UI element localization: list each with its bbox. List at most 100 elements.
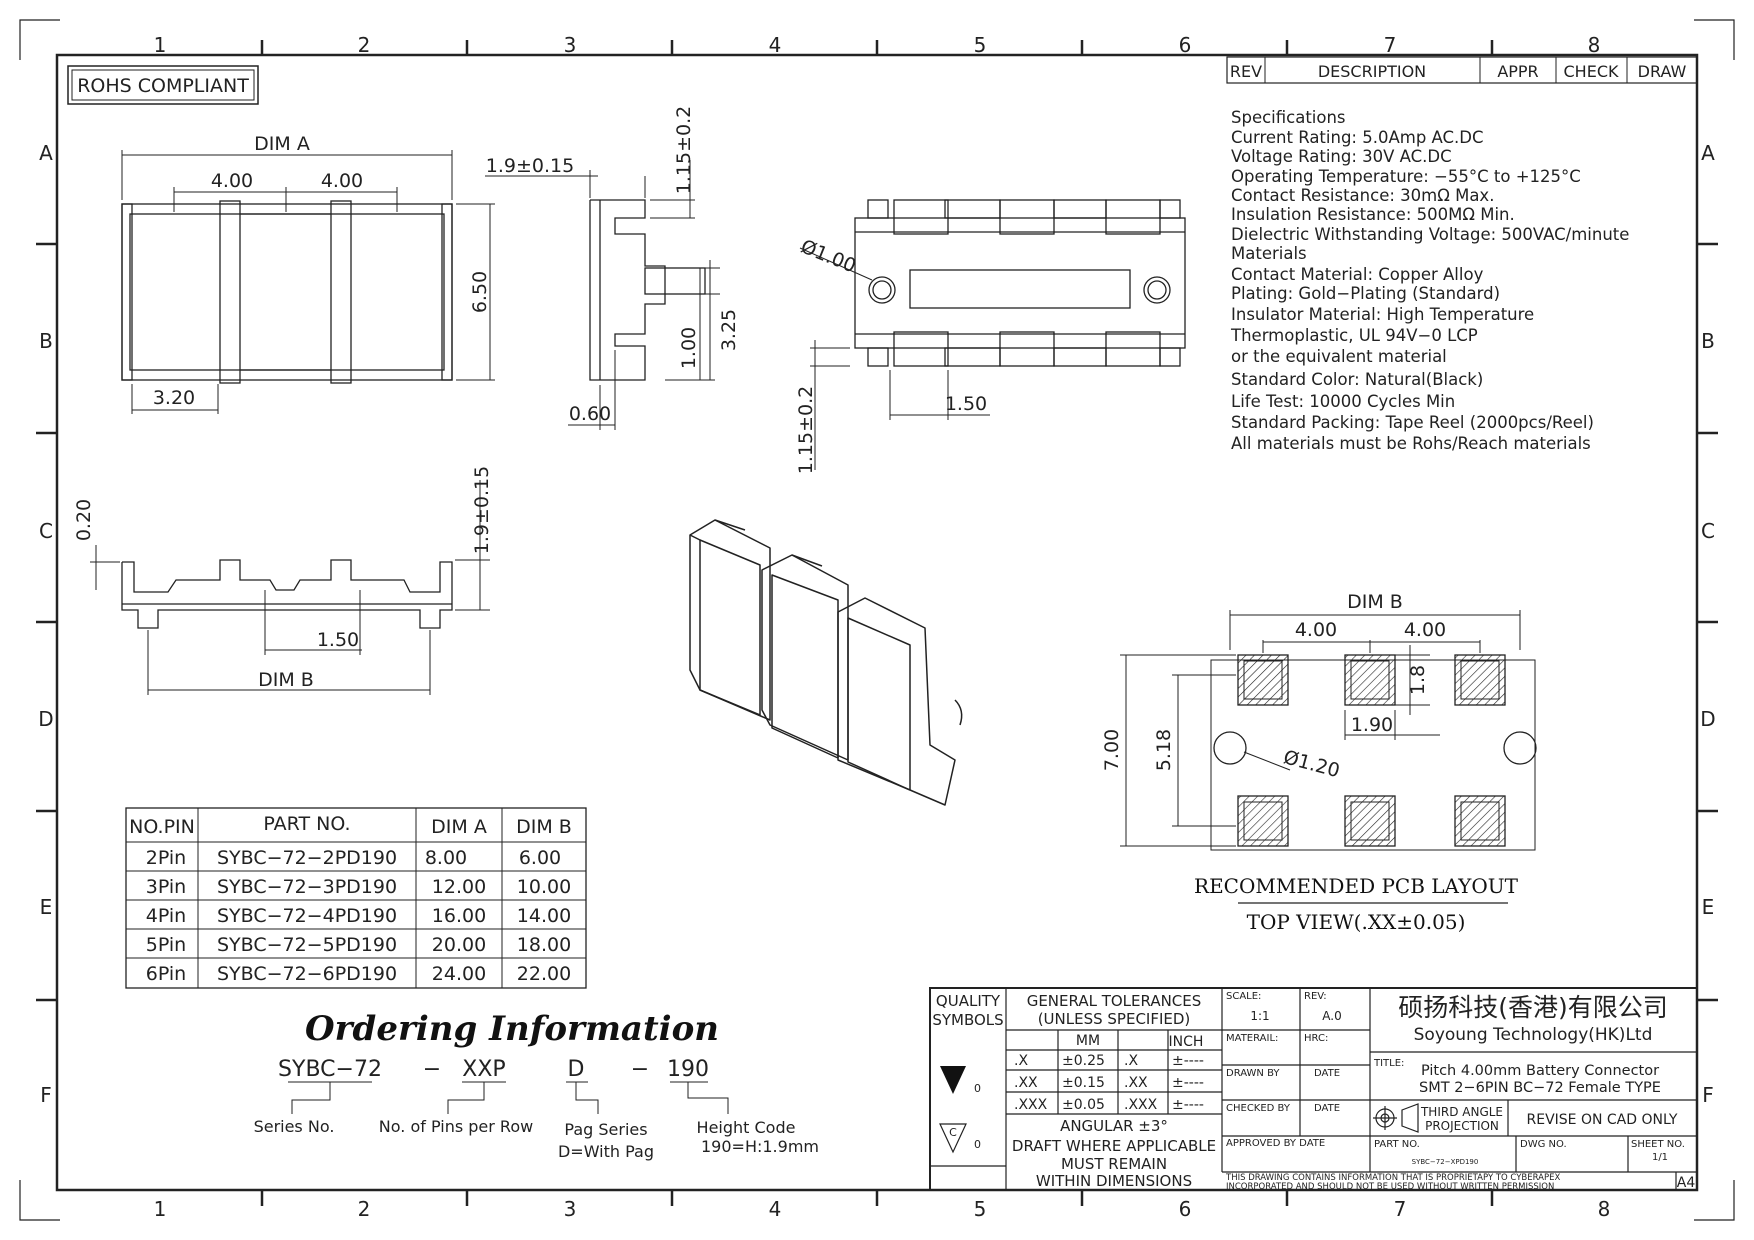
- bottom-view: [854, 199, 1186, 367]
- spec-line: All materials must be Rohs/Reach materia…: [1231, 434, 1591, 453]
- svg-text:1:1: 1:1: [1250, 1009, 1269, 1023]
- zone-top: 7: [1384, 33, 1397, 57]
- part-number-table: NO.PIN PART NO. DIM A DIM B 2Pin SYBC−72…: [125, 807, 587, 989]
- zone-right: F: [1702, 1083, 1714, 1107]
- svg-text:A.0: A.0: [1322, 1009, 1341, 1023]
- spec-line: Contact Resistance: 30mΩ Max.: [1231, 186, 1494, 205]
- table-cell: 4Pin: [146, 905, 186, 927]
- dim-label: 4.00: [1295, 619, 1337, 641]
- svg-text:.X: .X: [1124, 1053, 1138, 1069]
- spec-line: Contact Material: Copper Alloy: [1231, 265, 1484, 284]
- code-part: 190: [667, 1057, 709, 1082]
- dim-label: DIM B: [1347, 591, 1403, 613]
- zone-bottom: 2: [358, 1197, 371, 1221]
- spec-line: Dielectric Withstanding Voltage: 500VAC/…: [1231, 225, 1629, 244]
- dim-label: 1.50: [317, 629, 359, 651]
- pcb-subtitle: TOP VIEW(.XX±0.05): [1247, 910, 1466, 934]
- pcb-layout: DIM B 4.00 4.00 7.00 5.18 1.8 1.90 Ø1.20…: [1101, 591, 1537, 934]
- zone-top: 5: [974, 33, 987, 57]
- svg-text:CHECKED BY: CHECKED BY: [1226, 1103, 1291, 1114]
- code-part: D: [568, 1057, 585, 1082]
- svg-text:SYMBOLS: SYMBOLS: [932, 1011, 1003, 1029]
- svg-text:DRAFT WHERE APPLICABLE: DRAFT WHERE APPLICABLE: [1012, 1137, 1216, 1155]
- dim-label: 1.90: [1351, 714, 1393, 736]
- svg-text:CHECK: CHECK: [1564, 62, 1619, 81]
- svg-text:1/1: 1/1: [1652, 1152, 1668, 1163]
- zone-left: B: [39, 329, 53, 353]
- svg-text:DWG NO.: DWG NO.: [1520, 1139, 1567, 1150]
- table-cell: 5Pin: [146, 934, 186, 956]
- table-cell: 2Pin: [146, 847, 186, 869]
- table-cell: 22.00: [517, 963, 571, 985]
- isometric-view: [689, 519, 963, 806]
- pcb-title: RECOMMENDED PCB LAYOUT: [1194, 874, 1519, 898]
- dim-label: 1.9±0.15: [471, 466, 493, 554]
- zone-right: D: [1700, 707, 1715, 731]
- svg-text:0: 0: [974, 1138, 981, 1151]
- top-view: [121, 200, 453, 384]
- table-cell: 16.00: [432, 905, 486, 927]
- table-cell: 12.00: [432, 876, 486, 898]
- dim-label: 5.18: [1153, 729, 1175, 771]
- table-cell: SYBC−72−2PD190: [217, 847, 397, 869]
- code-part: XXP: [462, 1057, 505, 1082]
- zone-left: C: [39, 519, 53, 543]
- third-angle-projection-icon: [1373, 1103, 1419, 1133]
- dim-label: 4.00: [1404, 619, 1446, 641]
- dim-label: Ø1.00: [798, 236, 859, 278]
- zone-labels: 1 2 3 4 5 6 7 8 1 2 3 4 5 6 7 8 A B C D …: [38, 33, 1715, 1221]
- specifications: Specifications Current Rating: 5.0Amp AC…: [1230, 108, 1629, 453]
- pcb-hole: [1213, 731, 1247, 765]
- dim-label: DIM B: [258, 669, 314, 691]
- spec-line: Insulation Resistance: 500MΩ Min.: [1231, 205, 1515, 224]
- svg-text:INCH: INCH: [1169, 1034, 1204, 1050]
- table-cell: 10.00: [517, 876, 571, 898]
- zone-right: E: [1702, 895, 1715, 919]
- zone-top: 1: [154, 33, 167, 57]
- zone-right: C: [1701, 519, 1715, 543]
- svg-text:±----: ±----: [1172, 1075, 1204, 1091]
- zone-right: B: [1701, 329, 1715, 353]
- svg-text:DATE: DATE: [1314, 1068, 1340, 1079]
- spec-line: Materials: [1231, 244, 1307, 263]
- drawing-title: SMT 2−6PIN BC−72 Female TYPE: [1419, 1080, 1661, 1096]
- drawing-frame: [19, 19, 1735, 1221]
- svg-text:C: C: [949, 1126, 957, 1139]
- zone-bottom: 8: [1598, 1197, 1611, 1221]
- front-view: [121, 559, 453, 629]
- dim-label: 1.9±0.15: [486, 155, 574, 177]
- svg-text:0: 0: [974, 1082, 981, 1095]
- svg-text:DRAW: DRAW: [1638, 62, 1687, 81]
- code-label: Height Code: [697, 1118, 796, 1137]
- spec-line: Current Rating: 5.0Amp AC.DC: [1231, 128, 1484, 147]
- svg-text:ANGULAR ±3°: ANGULAR ±3°: [1060, 1117, 1168, 1135]
- code-label: 190=H:1.9mm: [701, 1137, 819, 1156]
- spec-line: Specifications: [1231, 108, 1346, 127]
- svg-text:HRC:: HRC:: [1304, 1033, 1328, 1044]
- table-header: DIM A: [431, 816, 487, 838]
- dim-label: 1.50: [945, 393, 987, 415]
- svg-text:DESCRIPTION: DESCRIPTION: [1318, 62, 1426, 81]
- svg-text:.X: .X: [1014, 1053, 1028, 1069]
- table-cell: 20.00: [432, 934, 486, 956]
- pcb-pad: [1237, 654, 1506, 847]
- code-part: SYBC−72: [278, 1057, 382, 1082]
- zone-top: 4: [769, 33, 782, 57]
- zone-bottom: 6: [1179, 1197, 1192, 1221]
- svg-text:±0.05: ±0.05: [1062, 1097, 1105, 1113]
- svg-text:A4: A4: [1677, 1175, 1696, 1191]
- svg-text:PROJECTION: PROJECTION: [1425, 1119, 1499, 1133]
- table-cell: SYBC−72−5PD190: [217, 934, 397, 956]
- surface-symbol-outline: [939, 1123, 967, 1154]
- svg-text:QUALITY: QUALITY: [936, 992, 1001, 1010]
- zone-left: D: [38, 707, 53, 731]
- dim-label: 6.50: [469, 271, 491, 313]
- table-cell: SYBC−72−6PD190: [217, 963, 397, 985]
- svg-text:±----: ±----: [1172, 1053, 1204, 1069]
- svg-text:.XX: .XX: [1124, 1075, 1148, 1091]
- dim-label: 4.00: [211, 170, 253, 192]
- code-label: Series No.: [254, 1117, 335, 1136]
- table-cell: 3Pin: [146, 876, 186, 898]
- dim-label: 1.8: [1407, 665, 1429, 695]
- table-header: NO.PIN: [129, 816, 195, 838]
